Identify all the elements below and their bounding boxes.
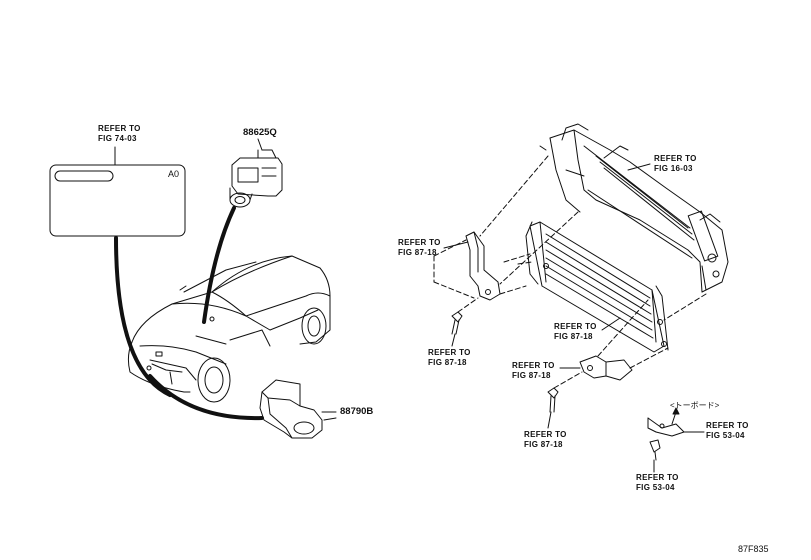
ref-label-fig-74-03: REFER TO FIG 74-03 — [98, 124, 141, 144]
radiator-ref-leader — [627, 163, 651, 171]
ref-line-2: FIG 74-03 — [98, 134, 137, 143]
sensor-88625q-leader — [202, 206, 236, 324]
label-leaders — [321, 241, 705, 473]
ref-line-1: REFER TO — [98, 124, 141, 133]
ref-label-fig-87-18-left-bolt: REFER TO FIG 87-18 — [428, 348, 471, 368]
label-plate-drawing — [49, 146, 186, 237]
car-drawing — [127, 255, 331, 403]
ref-line-1: REFER TO — [398, 238, 441, 247]
ref-line-1: REFER TO — [636, 473, 679, 482]
drawing-number: 87F835 — [738, 544, 769, 554]
ref-label-fig-87-18-upper-left: REFER TO FIG 87-18 — [398, 238, 441, 258]
toe-board-arrow-head — [672, 407, 680, 415]
left-bracket-drawing — [451, 231, 501, 335]
ref-label-fig-87-18-right-bolt: REFER TO FIG 87-18 — [524, 430, 567, 450]
ref-label-fig-53-04-right: REFER TO FIG 53-04 — [706, 421, 749, 441]
ref-label-fig-87-18-condenser: REFER TO FIG 87-18 — [554, 322, 597, 342]
ref-line-1: REFER TO — [512, 361, 555, 370]
ref-label-fig-87-18-right-bracket: REFER TO FIG 87-18 — [512, 361, 555, 381]
ref-line-2: FIG 87-18 — [512, 371, 551, 380]
toe-board-bracket-drawing — [647, 417, 685, 461]
sensor-88625q-drawing — [229, 138, 283, 208]
ref-line-2: FIG 87-18 — [428, 358, 467, 367]
ref-label-fig-16-03: REFER TO FIG 16-03 — [654, 154, 697, 174]
ref-line-2: FIG 87-18 — [554, 332, 593, 341]
ref-line-2: FIG 87-18 — [524, 440, 563, 449]
ref-line-2: FIG 53-04 — [706, 431, 745, 440]
label-plate-leader — [114, 236, 172, 397]
sensor-88790b-leader — [148, 374, 264, 421]
label-plate-code: A0 — [168, 169, 180, 179]
ref-line-2: FIG 87-18 — [398, 248, 437, 257]
part-number-88625q[interactable]: 88625Q — [243, 127, 277, 138]
assembly-lines — [433, 155, 707, 389]
ref-line-2: FIG 16-03 — [654, 164, 693, 173]
ref-label-fig-53-04-bottom: REFER TO FIG 53-04 — [636, 473, 679, 493]
ref-line-1: REFER TO — [524, 430, 567, 439]
ref-line-1: REFER TO — [428, 348, 471, 357]
sensor-88790b-drawing — [259, 379, 337, 439]
ref-line-2: FIG 53-04 — [636, 483, 675, 492]
ref-line-1: REFER TO — [654, 154, 697, 163]
radiator-drawing — [539, 123, 729, 293]
right-bracket-drawing — [547, 355, 633, 413]
part-number-88790b[interactable]: 88790B — [340, 406, 374, 417]
ref-line-1: REFER TO — [554, 322, 597, 331]
ref-line-1: REFER TO — [706, 421, 749, 430]
condenser-drawing — [525, 221, 669, 353]
toe-board-annotation: <トーボード> — [670, 401, 720, 410]
